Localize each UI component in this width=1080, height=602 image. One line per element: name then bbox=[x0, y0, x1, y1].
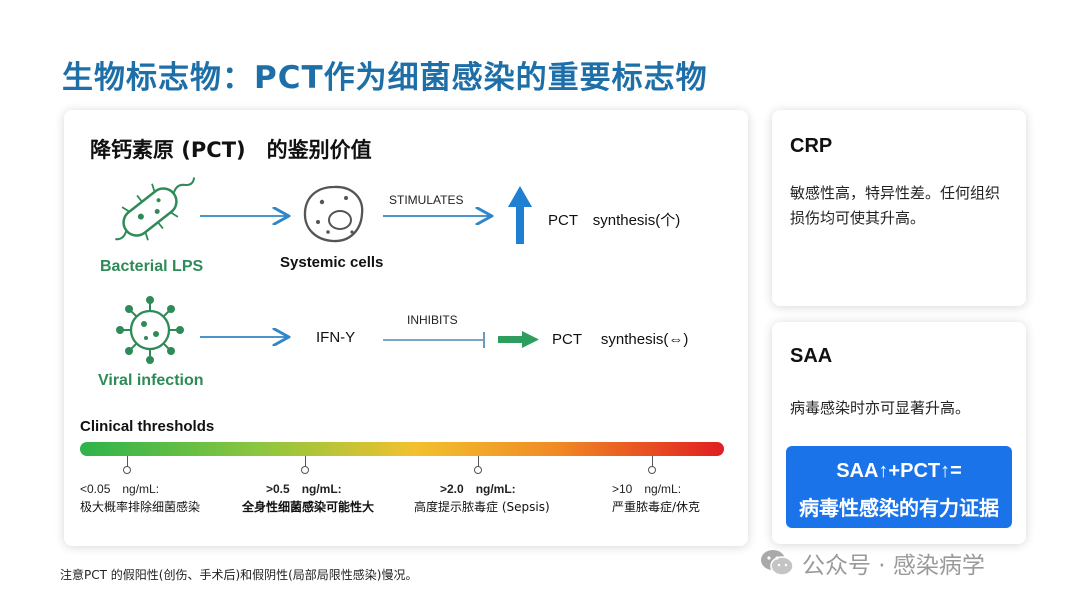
threshold-desc-3: 高度提示脓毒症 (Sepsis) bbox=[414, 500, 550, 514]
pct-synthesis-up-label: PCT synthesis(个) bbox=[548, 212, 681, 229]
crp-text: 敏感性高，特异性差。任何组织损伤均可使其升高。 bbox=[790, 184, 1001, 227]
threshold-desc-4: 严重脓毒症/休克 bbox=[612, 500, 701, 514]
saa-pct-formula: SAA↑+PCT↑= bbox=[836, 460, 962, 482]
inhibits-label: INHIBITS bbox=[407, 313, 458, 327]
threshold-marker bbox=[648, 466, 656, 474]
thresholds-title: Clinical thresholds bbox=[80, 418, 215, 435]
threshold-marker bbox=[301, 466, 309, 474]
saa-pct-highlight-box bbox=[786, 446, 1012, 528]
pct-synthesis-flat-label: PCT synthesis(⇔) bbox=[552, 331, 689, 348]
crp-title: CRP bbox=[790, 135, 833, 157]
threshold-marker bbox=[123, 466, 131, 474]
threshold-value-4: >10 ng/mL: bbox=[612, 482, 682, 496]
bacterial-lps-label: Bacterial LPS bbox=[100, 258, 204, 275]
threshold-value-1: <0.05 ng/mL: bbox=[80, 482, 160, 496]
watermark: 公众号 · 感染病学 bbox=[760, 546, 985, 580]
saa-title: SAA bbox=[790, 345, 833, 367]
saa-text: 病毒感染时亦可显著升高。 bbox=[790, 399, 971, 417]
threshold-tick bbox=[305, 456, 306, 468]
watermark-text: 公众号 · 感染病学 bbox=[802, 553, 985, 579]
footnote: 注意PCT 的假阳性(创伤、手术后)和假阴性(局部局限性感染)慢况。 bbox=[60, 568, 418, 582]
saa-pct-conclusion: 病毒性感染的有力证据 bbox=[799, 496, 999, 520]
ifn-label: IFN-Y bbox=[316, 329, 356, 346]
threshold-tick bbox=[478, 456, 479, 468]
crp-card bbox=[772, 110, 1026, 306]
threshold-gradient-bar bbox=[80, 442, 724, 456]
page-title: 生物标志物：PCT作为细菌感染的重要标志物 bbox=[62, 60, 708, 96]
viral-infection-label: Viral infection bbox=[98, 372, 204, 389]
threshold-tick bbox=[652, 456, 653, 468]
threshold-desc-1: 极大概率排除细菌感染 bbox=[80, 500, 201, 514]
threshold-marker bbox=[474, 466, 482, 474]
threshold-value-2: >0.5 ng/mL: bbox=[266, 482, 342, 496]
systemic-cells-label: Systemic cells bbox=[280, 254, 384, 271]
threshold-value-3: >2.0 ng/mL: bbox=[440, 482, 516, 496]
pct-heading: 降钙素原 (PCT) 的鉴别价值 bbox=[90, 138, 372, 162]
threshold-desc-2: 全身性细菌感染可能性大 bbox=[242, 500, 375, 514]
wechat-icon bbox=[761, 550, 794, 576]
stimulates-label: STIMULATES bbox=[389, 193, 464, 207]
threshold-tick bbox=[127, 456, 128, 468]
